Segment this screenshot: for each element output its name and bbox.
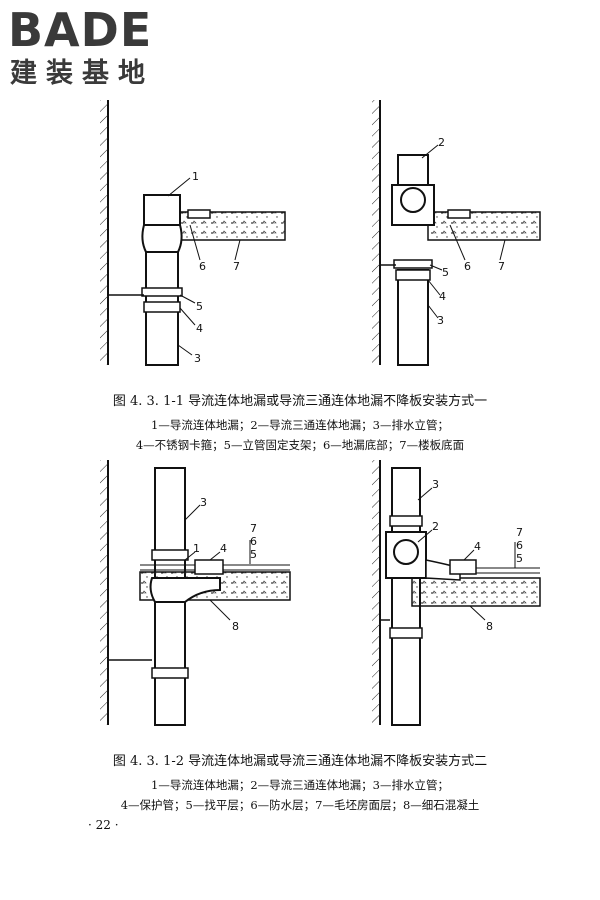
pipe-support: [393, 259, 433, 269]
logo-subtitle: 建装基地: [10, 58, 154, 89]
figure1-legend-line2: 4—不锈钢卡箍；5—立管固定支架；6—地漏底部；7—楼板底面: [135, 438, 465, 452]
label-4: 4: [439, 290, 446, 303]
floor-slab: [427, 211, 541, 241]
figure1-caption: 图 4. 3. 1-1 导流连体地漏或导流三通连体地漏不降板安装方式一: [112, 394, 488, 409]
figure2-caption: 图 4. 3. 1-2 导流连体地漏或导流三通连体地漏不降板安装方式二: [112, 754, 488, 769]
brand-logo: BADE 建装基地: [8, 4, 178, 92]
label-4: 4: [474, 540, 481, 553]
label-5: 5: [196, 300, 203, 313]
label-3: 3: [432, 478, 439, 491]
pipe-clamp-upper: [151, 549, 189, 561]
pipe-clamp-lower: [151, 667, 189, 679]
label-3: 3: [200, 496, 207, 509]
label-1: 1: [192, 170, 199, 183]
label-3: 3: [437, 314, 444, 327]
label-4: 4: [220, 542, 227, 555]
protective-pipe: [449, 559, 477, 575]
label-6: 6: [199, 260, 206, 273]
wall-hatch: [372, 460, 380, 725]
floor-drain: [149, 577, 221, 603]
label-7: 7: [250, 522, 257, 535]
label-4: 4: [196, 322, 203, 335]
floor-slab: [411, 577, 541, 607]
label-8: 8: [232, 620, 239, 633]
figure2-legend-line2: 4—保护管；5—找平层；6—防水层；7—毛坯房面层；8—细石混凝土: [120, 798, 480, 812]
wall-hatch: [100, 100, 108, 365]
tee-drain-top: [397, 154, 429, 186]
label-6: 6: [250, 535, 257, 548]
protective-pipe: [194, 559, 224, 575]
label-7: 7: [498, 260, 505, 273]
label-2: 2: [438, 136, 445, 149]
label-2: 2: [432, 520, 439, 533]
label-3: 3: [194, 352, 201, 365]
label-6: 6: [464, 260, 471, 273]
figure2-legend-line1: 1—导流连体地漏；2—导流三通连体地漏；3—排水立管；: [151, 778, 449, 792]
pipe-clamp: [141, 287, 183, 297]
label-5: 5: [516, 552, 523, 565]
label-5: 5: [250, 548, 257, 561]
pipe-clamp-lower: [389, 627, 423, 639]
page-number: · 22 ·: [88, 818, 119, 832]
drain-pipe: [397, 269, 429, 366]
figure1-left-diagram: 1 6 7 5 4 3: [100, 100, 286, 366]
wall-hatch: [372, 100, 380, 365]
figure1-legend-line1: 1—导流连体地漏；2—导流三通连体地漏；3—排水立管；: [151, 418, 449, 432]
label-7: 7: [233, 260, 240, 273]
pipe-clamp-upper: [389, 515, 423, 527]
label-8: 8: [486, 620, 493, 633]
floor-drain: [143, 194, 181, 226]
label-1: 1: [193, 542, 200, 555]
pipe-support: [143, 301, 181, 313]
figure2-right-diagram: 3 2 4 7 6 5 8: [372, 460, 541, 726]
label-6: 6: [516, 539, 523, 552]
wall-hatch: [100, 460, 108, 725]
label-5: 5: [442, 266, 449, 279]
figure1-right-diagram: 2 5 6 7 4 3: [372, 100, 541, 366]
label-7: 7: [516, 526, 523, 539]
logo-brand-text: BADE: [8, 3, 153, 57]
pipe-clamp: [395, 269, 431, 281]
figure2-left-diagram: 3 1 4 7 6 5 8: [100, 460, 291, 726]
